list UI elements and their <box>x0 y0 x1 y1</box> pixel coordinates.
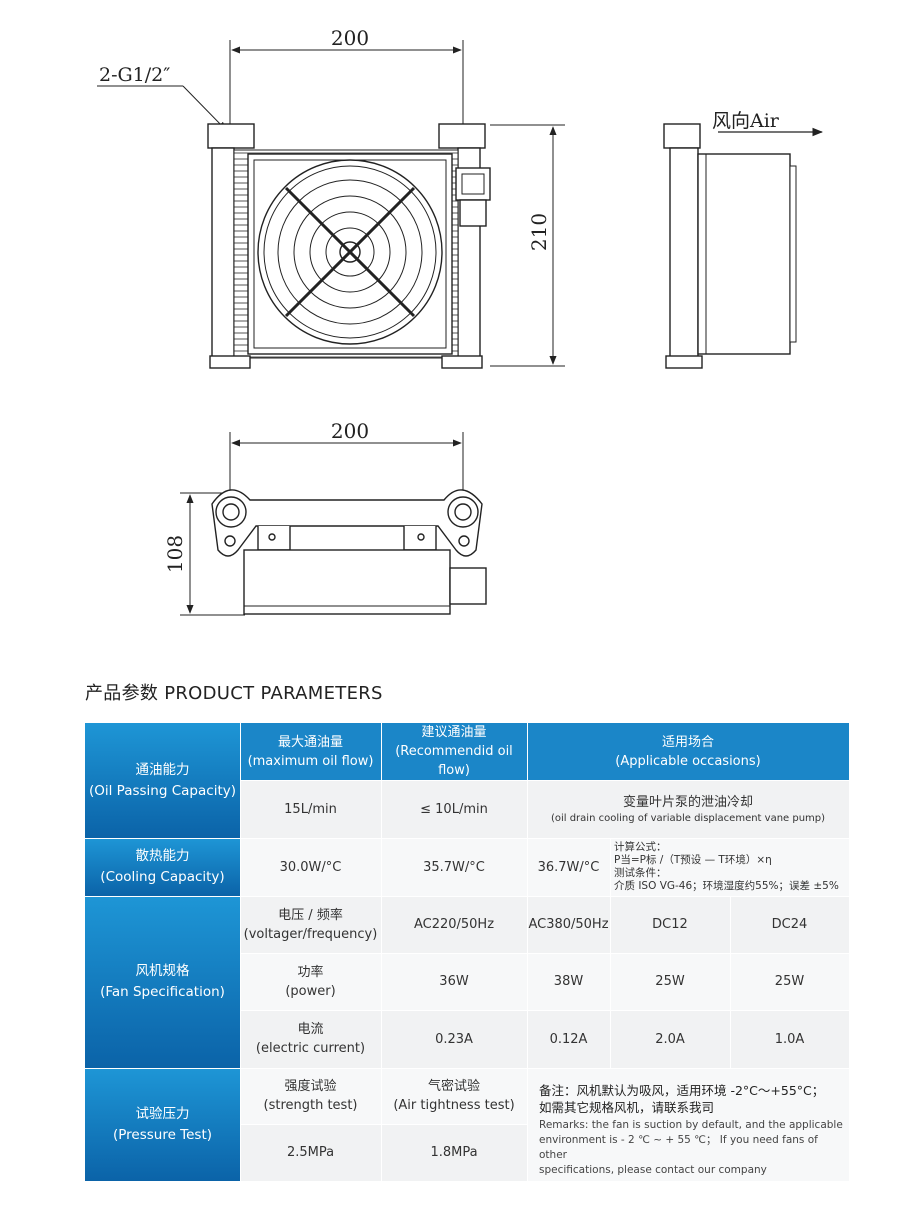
power-label-cn: 功率 <box>297 964 324 980</box>
grid-line <box>381 723 382 1181</box>
cooling-capacity-label-en: (Cooling Capacity) <box>100 869 225 885</box>
section-title: 产品参数 PRODUCT PARAMETERS <box>85 683 383 704</box>
air-tightness-header: 气密试验 (Air tightness test) <box>381 1068 527 1124</box>
oil-passing-label-cn: 通油能力 <box>135 761 190 778</box>
header-recommended-oil-flow: 建议通油量 (Recommendid oil flow) <box>381 723 527 780</box>
cooling-value-3: 36.7W/°C <box>527 838 610 896</box>
depth-dimension: 108 <box>163 535 187 573</box>
header-recommended-oil-flow-en: (Recommendid oil flow) <box>395 744 513 778</box>
header-applicable-occasions-cn: 适用场合 <box>661 734 714 750</box>
strength-test-value: 2.5MPa <box>240 1124 381 1181</box>
max-oil-flow-value: 15L/min <box>240 780 381 838</box>
airflow-label: 风向Air <box>712 110 780 132</box>
air-tightness-cn: 气密试验 <box>427 1079 480 1094</box>
strength-test-header: 强度试验 (strength test) <box>240 1068 381 1124</box>
header-recommended-oil-flow-cn: 建议通油量 <box>421 725 487 740</box>
port-label: 2-G1/2″ <box>99 64 170 86</box>
remarks-cn-line-2: 如需其它规格风机，请联系我司 <box>539 1100 715 1115</box>
current-value: 1.0A <box>730 1010 849 1068</box>
applicable-occasion-value: 变量叶片泵的泄油冷却 (oil drain cooling of variabl… <box>527 780 849 838</box>
pressure-test-label-en: (Pressure Test) <box>112 1126 213 1143</box>
strength-test-cn: 强度试验 <box>284 1079 337 1094</box>
remarks-en-line-2: environment is - 2 ℃ ~ + 55 ℃； If you ne… <box>539 1134 818 1161</box>
power-value: 25W <box>730 953 849 1010</box>
air-tightness-en: (Air tightness test) <box>393 1098 515 1113</box>
formula-title: 计算公式： <box>614 841 667 853</box>
power-value: 36W <box>381 953 527 1010</box>
voltage-value: AC380/50Hz <box>527 896 610 953</box>
front-width-dimension: 200 <box>331 26 369 50</box>
header-max-oil-flow-cn: 最大通油量 <box>277 734 343 750</box>
strength-test-en: (strength test) <box>263 1098 358 1113</box>
power-label-en: (power) <box>285 983 336 999</box>
pressure-test-label: 试验压力 (Pressure Test) <box>85 1068 240 1181</box>
formula-text: P当=P标 /（T预设 — T环境）×η <box>614 854 772 866</box>
side-view <box>663 123 824 369</box>
fan-spec-label-en: (Fan Specification) <box>100 984 225 1000</box>
header-applicable-occasions-en: (Applicable occasions) <box>615 753 761 769</box>
grid-line <box>85 1068 849 1069</box>
grid-line <box>527 723 528 1181</box>
remarks-cn-line-1: 备注：风机默认为吸风，适用环境 -2°C～+55°C； <box>539 1083 825 1098</box>
power-value: 25W <box>610 953 730 1010</box>
front-view <box>97 40 565 369</box>
header-applicable-occasions: 适用场合 (Applicable occasions) <box>527 723 849 780</box>
applicable-occasion-cn: 变量叶片泵的泄油冷却 <box>622 794 753 810</box>
fan-spec-label-cn: 风机规格 <box>135 963 190 979</box>
oil-passing-label-en: (Oil Passing Capacity) <box>89 782 236 799</box>
voltage-label-cn: 电压 / 频率 <box>278 907 343 923</box>
grid-line <box>240 953 849 954</box>
fan-spec-label: 风机规格 (Fan Specification) <box>85 896 240 1068</box>
current-label-en: (electric current) <box>255 1041 366 1056</box>
current-value: 0.12A <box>527 1010 610 1068</box>
grid-line <box>730 896 731 1068</box>
remarks-note: 备注：风机默认为吸风，适用环境 -2°C～+55°C； 如需其它规格风机，请联系… <box>527 1068 849 1181</box>
height-dimension: 210 <box>527 213 551 251</box>
grid-line <box>240 1124 527 1125</box>
technical-drawings: 200 2-G1/2″ 210 风向Air <box>97 26 824 616</box>
cooling-value-1: 30.0W/°C <box>240 838 381 896</box>
voltage-value: AC220/50Hz <box>381 896 527 953</box>
remarks-en-line-1: Remarks: the fan is suction by default, … <box>539 1119 843 1131</box>
top-width-dimension: 200 <box>331 419 369 443</box>
oil-passing-label: 通油能力 (Oil Passing Capacity) <box>85 723 240 838</box>
cooling-value-2: 35.7W/°C <box>381 838 527 896</box>
voltage-value: DC12 <box>610 896 730 953</box>
current-value: 0.23A <box>381 1010 527 1068</box>
header-max-oil-flow-en: (maximum oil flow) <box>247 753 374 769</box>
recommended-oil-flow-value: ≤ 10L/min <box>381 780 527 838</box>
grid-line <box>240 1010 849 1011</box>
test-conditions-text: 介质 ISO VG-46；环境湿度约55%；误差 ±5% <box>614 880 839 892</box>
test-conditions-title: 测试条件： <box>614 867 667 879</box>
pressure-test-label-cn: 试验压力 <box>135 1105 190 1122</box>
power-row-label: 功率 (power) <box>240 953 381 1010</box>
grid-line <box>240 723 241 1181</box>
current-row-label: 电流 (electric current) <box>240 1010 381 1068</box>
current-label-cn: 电流 <box>297 1022 324 1037</box>
voltage-row-label: 电压 / 频率 (voltager/frequency) <box>240 896 381 953</box>
power-value: 38W <box>527 953 610 1010</box>
cooling-capacity-label-cn: 散热能力 <box>135 848 190 864</box>
product-parameters-table: 通油能力 (Oil Passing Capacity) 最大通油量 (maxim… <box>85 723 849 1181</box>
current-value: 2.0A <box>610 1010 730 1068</box>
grid-line <box>85 838 849 839</box>
cooling-formula-note: 计算公式： P当=P标 /（T预设 — T环境）×η 测试条件： 介质 ISO … <box>610 838 849 896</box>
top-view <box>180 432 487 616</box>
applicable-occasion-en: (oil drain cooling of variable displacem… <box>550 812 826 824</box>
air-tightness-value: 1.8MPa <box>381 1124 527 1181</box>
grid-line <box>240 780 849 781</box>
voltage-label-en: (voltager/frequency) <box>243 926 378 942</box>
header-max-oil-flow: 最大通油量 (maximum oil flow) <box>240 723 381 780</box>
remarks-en-line-3: specifications, please contact our compa… <box>539 1164 767 1176</box>
cooling-capacity-label: 散热能力 (Cooling Capacity) <box>85 838 240 896</box>
grid-line <box>610 838 611 1068</box>
voltage-value: DC24 <box>730 896 849 953</box>
grid-line <box>85 896 849 897</box>
